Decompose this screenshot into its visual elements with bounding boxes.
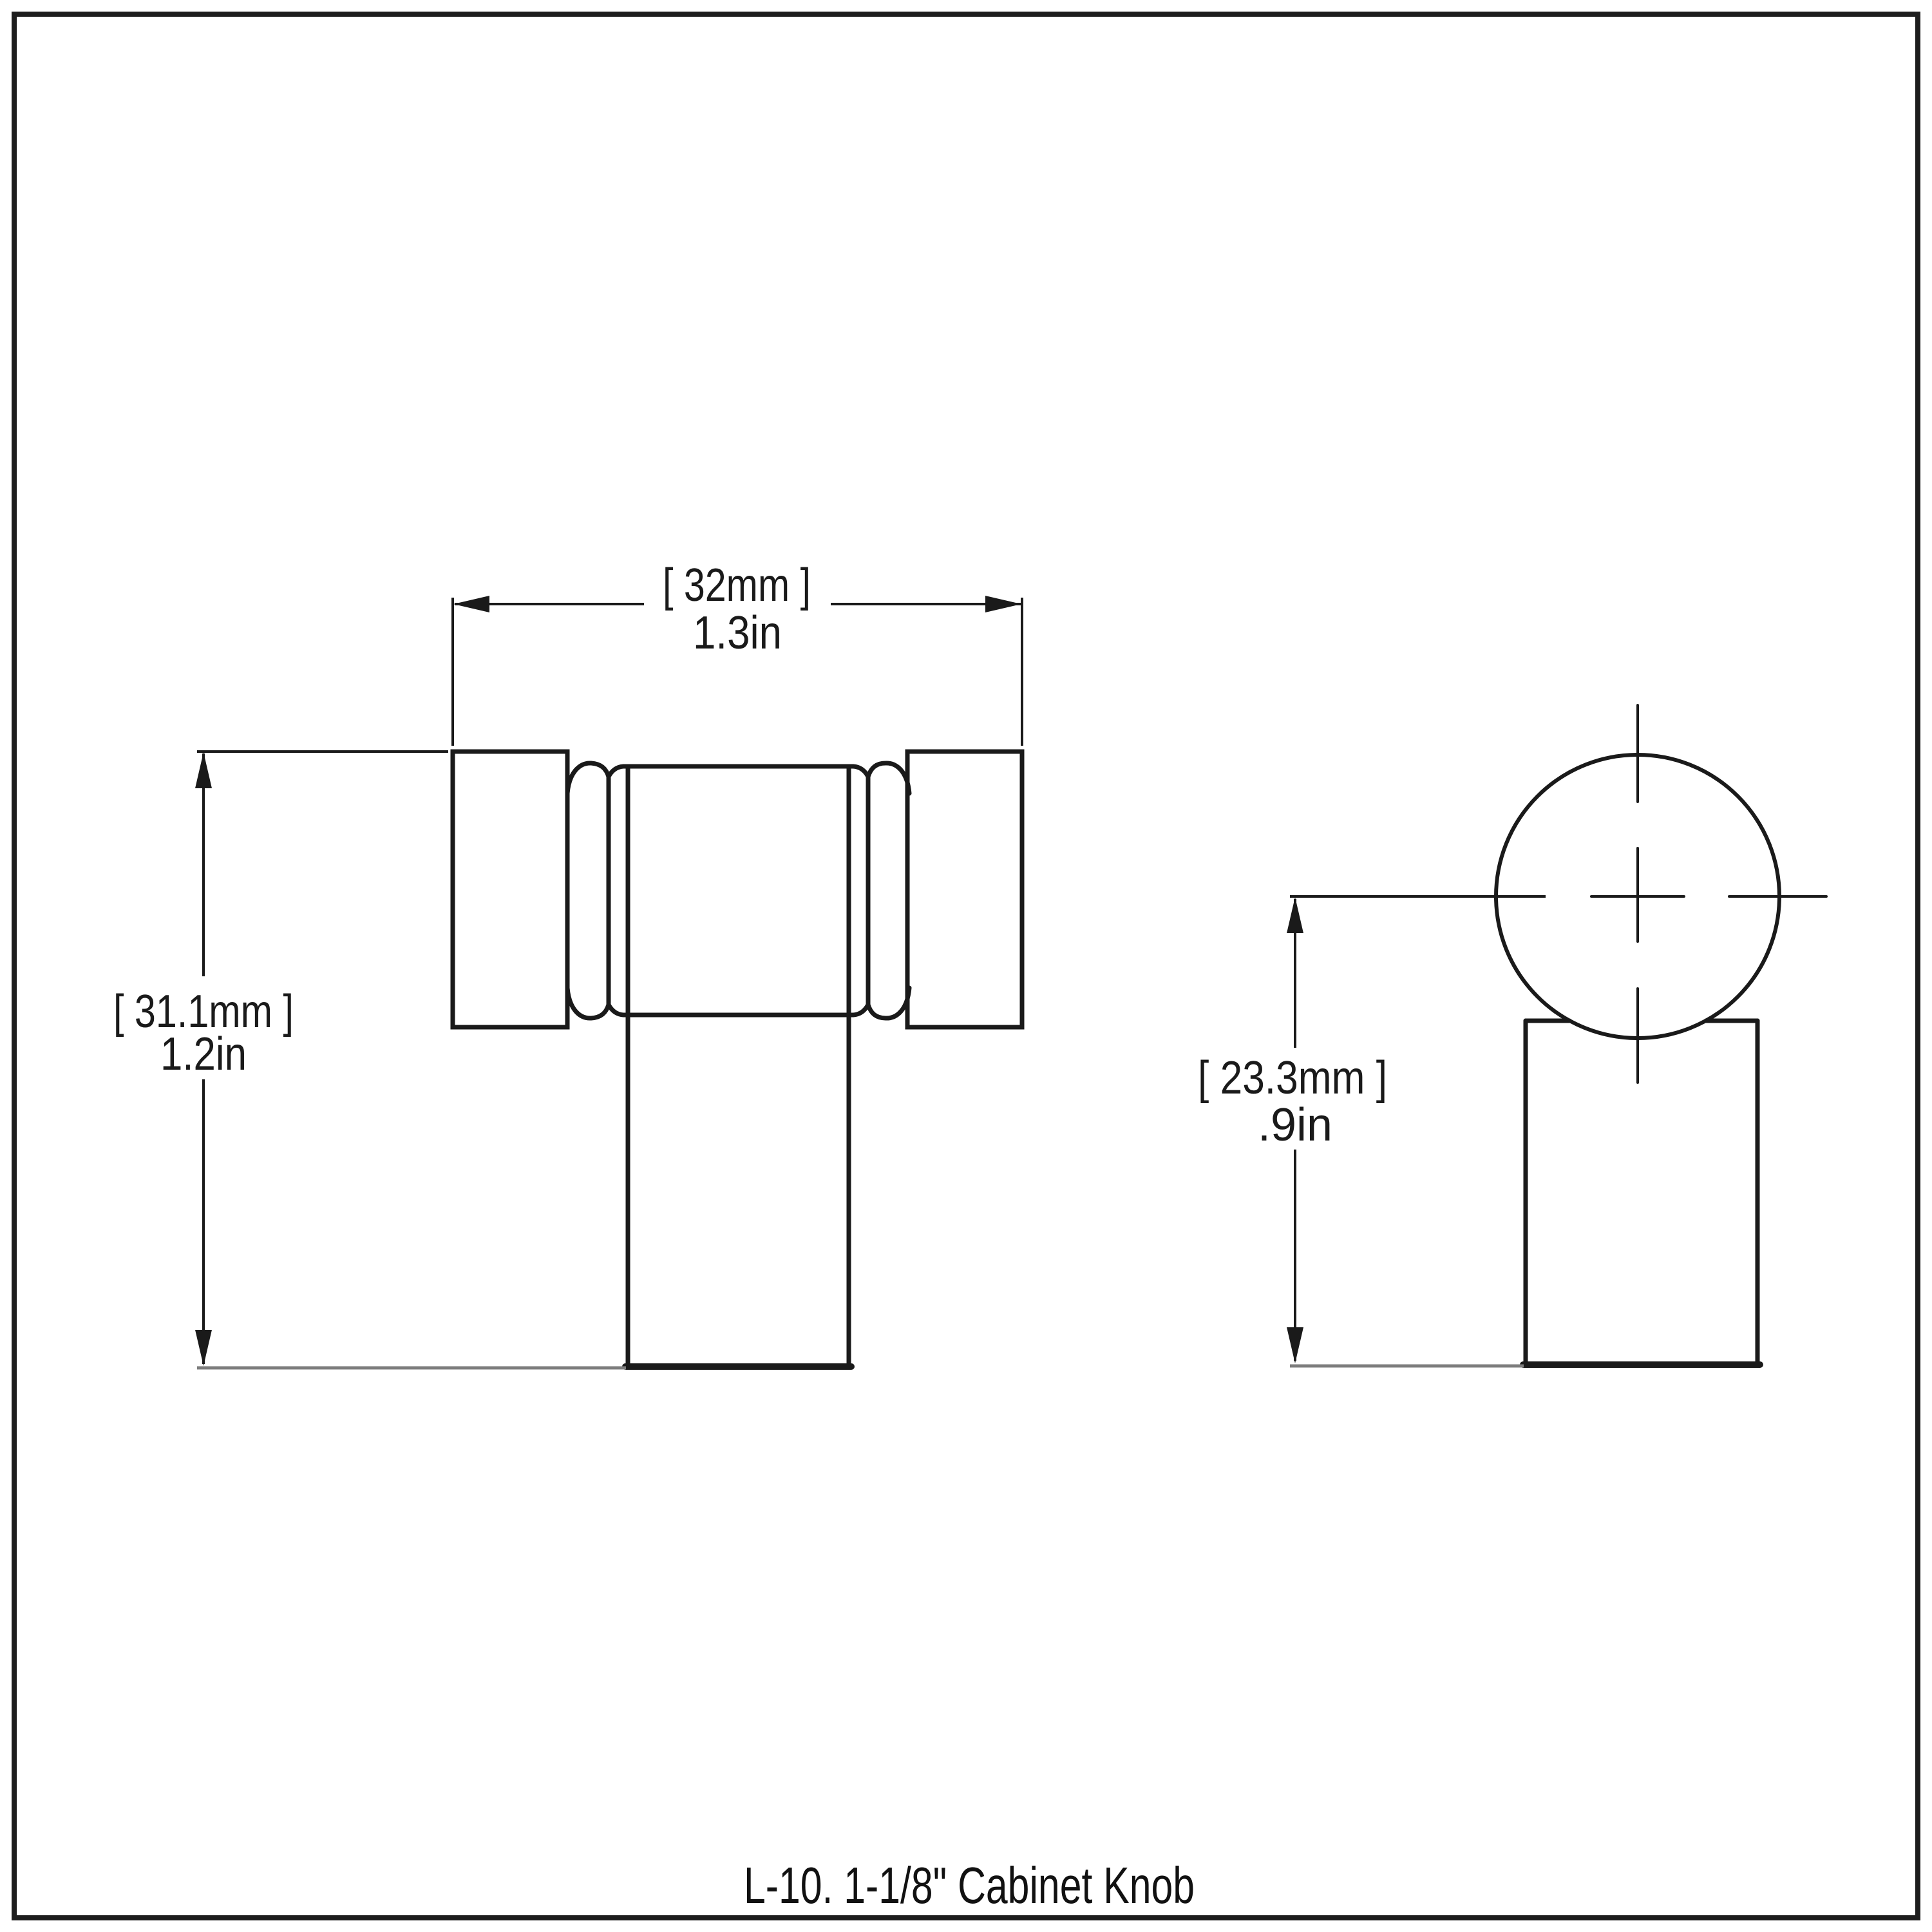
front-neck-bottom-left xyxy=(565,985,630,1021)
arrowhead-down-icon xyxy=(1287,1327,1303,1363)
drawing-caption: L-10. 1-1/8" Cabinet Knob xyxy=(744,1857,1195,1914)
height-metric-label: [ 31.1mm ] xyxy=(113,986,294,1037)
drawing-border xyxy=(12,12,1920,1920)
arrowhead-up-icon xyxy=(195,752,212,788)
dimension-depth: [ 23.3mm ] .9in xyxy=(1198,895,1546,1368)
side-stem xyxy=(1520,1018,1763,1368)
dimension-height: [ 31.1mm ] 1.2in xyxy=(113,750,626,1370)
front-view xyxy=(450,749,1025,1370)
side-view xyxy=(1494,704,1828,1368)
front-right-flange xyxy=(905,749,1025,1030)
depth-metric-label: [ 23.3mm ] xyxy=(1198,1052,1387,1104)
arrowhead-left-icon xyxy=(453,596,489,612)
dimension-depth-arrows xyxy=(1287,897,1303,1363)
side-centerlines xyxy=(1590,704,1828,1084)
dimension-height-arrows xyxy=(195,752,212,1366)
width-metric-label: [ 32mm ] xyxy=(663,560,811,611)
dimension-height-lines xyxy=(197,750,448,1364)
dimension-width: [ 32mm ] 1.3in xyxy=(451,560,1023,746)
front-left-flange xyxy=(450,749,570,1030)
dimension-width-arrows xyxy=(453,596,1021,612)
height-imperial-label: 1.2in xyxy=(160,1028,247,1080)
arrowhead-up-icon xyxy=(1287,897,1303,933)
width-imperial-label: 1.3in xyxy=(693,607,782,659)
front-neck-bottom-right xyxy=(846,985,912,1021)
depth-imperial-label: .9in xyxy=(1258,1099,1332,1151)
front-neck-top-left xyxy=(565,761,630,796)
front-neck-top-right xyxy=(846,761,912,796)
arrowhead-right-icon xyxy=(985,596,1021,612)
arrowhead-down-icon xyxy=(195,1330,212,1366)
